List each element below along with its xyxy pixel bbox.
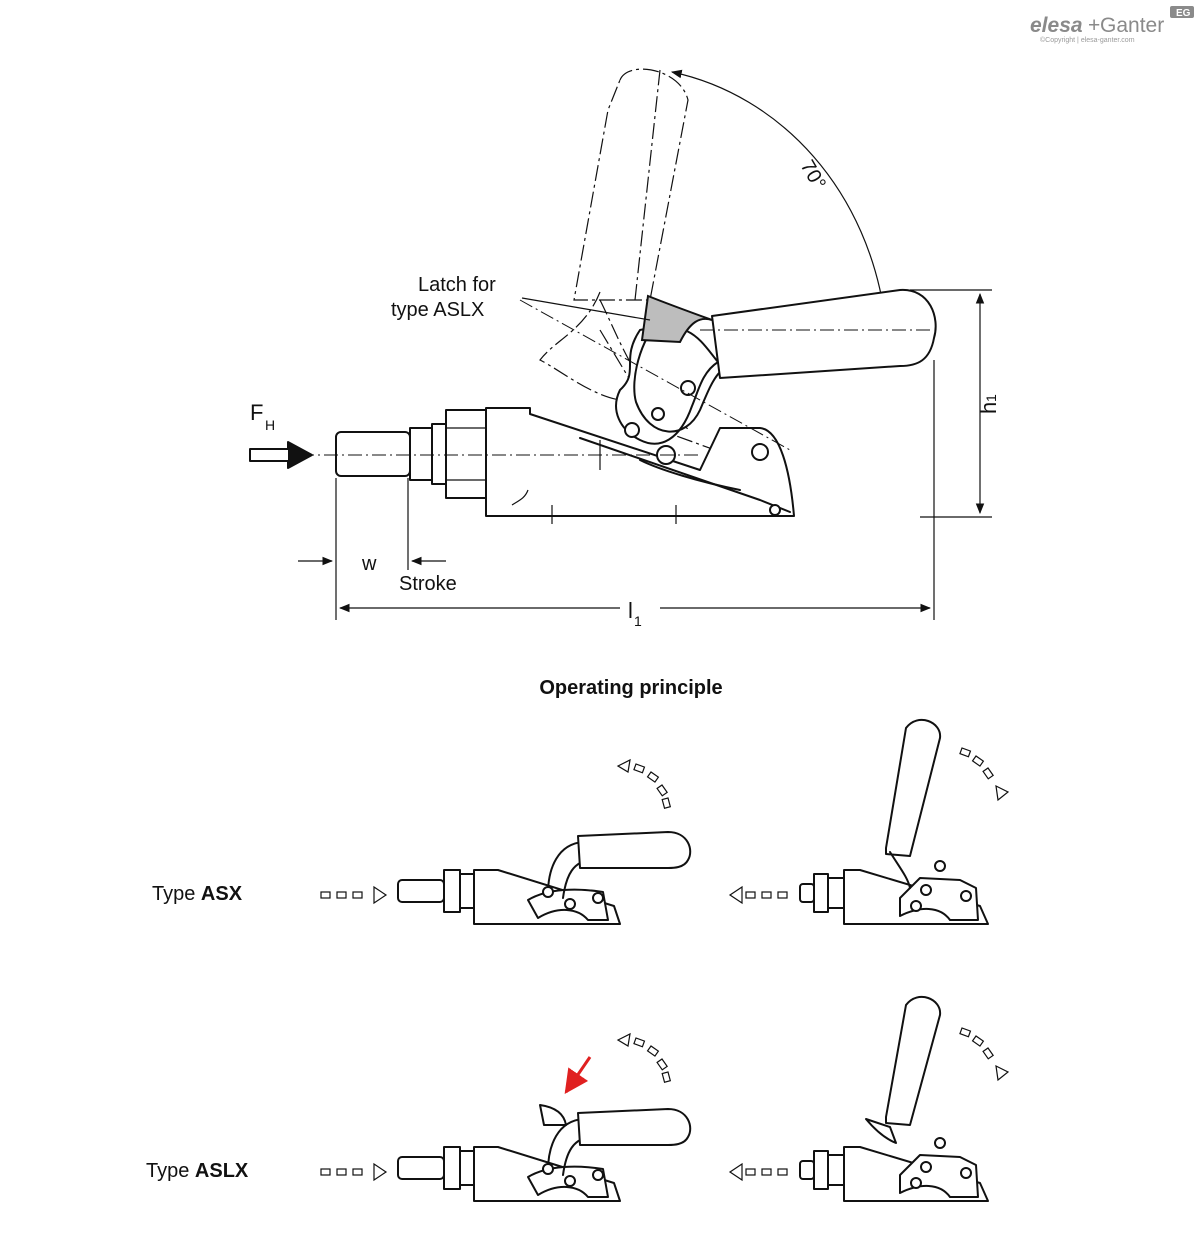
push-arrow-aslx-closed <box>320 1162 388 1182</box>
latch-label-2: type ASLX <box>391 299 484 321</box>
force-sub: H <box>265 417 275 433</box>
hex-nut <box>445 409 491 499</box>
w-label: w <box>361 553 377 575</box>
pivot-5 <box>651 407 665 421</box>
pivot-1 <box>624 422 640 438</box>
rotate-close-indicator-aslx <box>959 1027 1010 1082</box>
pivot-3 <box>751 443 769 461</box>
logo-copyright: ©Copyright | elesa-ganter.com <box>1040 36 1135 44</box>
pull-arrow-aslx-open <box>728 1162 788 1182</box>
force-label: F <box>250 400 263 425</box>
pivot-4 <box>680 380 696 396</box>
l1-sub: 1 <box>634 613 642 629</box>
type-aslx-label: Type ASLX <box>146 1160 249 1182</box>
logo-plus: + <box>1088 14 1100 37</box>
latch-highlight-arrow <box>564 1056 592 1094</box>
logo-badge: EG <box>1176 8 1191 19</box>
h1-sub: 1 <box>983 394 999 402</box>
logo-badge-box <box>1170 6 1194 18</box>
rotate-close-indicator-asx <box>959 747 1010 802</box>
type-asx-label: Type ASX <box>152 883 243 905</box>
l1-label: l <box>628 598 633 623</box>
rotate-open-indicator-aslx <box>616 1032 672 1083</box>
brand-logo: elesa + Ganter EG ©Copyright | elesa-gan… <box>1030 6 1194 44</box>
pull-arrow-asx-open <box>728 885 788 905</box>
ghost-handle <box>573 68 689 301</box>
stroke-label: Stroke <box>399 573 457 595</box>
asx-open-clamp <box>799 718 989 925</box>
angle-arc <box>670 69 890 327</box>
logo-ganter: Ganter <box>1100 14 1164 37</box>
latch <box>640 294 713 344</box>
aslx-closed-clamp <box>397 1104 692 1202</box>
handle <box>711 288 937 379</box>
latch-leader <box>521 297 651 321</box>
aslx-open-clamp <box>799 995 989 1202</box>
plunger <box>335 431 411 477</box>
rotate-open-indicator-asx <box>616 758 672 809</box>
h1-label: h <box>976 402 1001 414</box>
push-arrow-asx-closed <box>320 885 388 905</box>
latch-label-1: Latch for <box>418 274 496 296</box>
operating-title: Operating principle <box>539 677 722 699</box>
main-clamp-drawing: 70° Latch <box>249 68 1001 629</box>
logo-elesa: elesa <box>1030 14 1083 37</box>
asx-closed-clamp <box>397 831 692 925</box>
angle-label: 70° <box>796 157 830 194</box>
